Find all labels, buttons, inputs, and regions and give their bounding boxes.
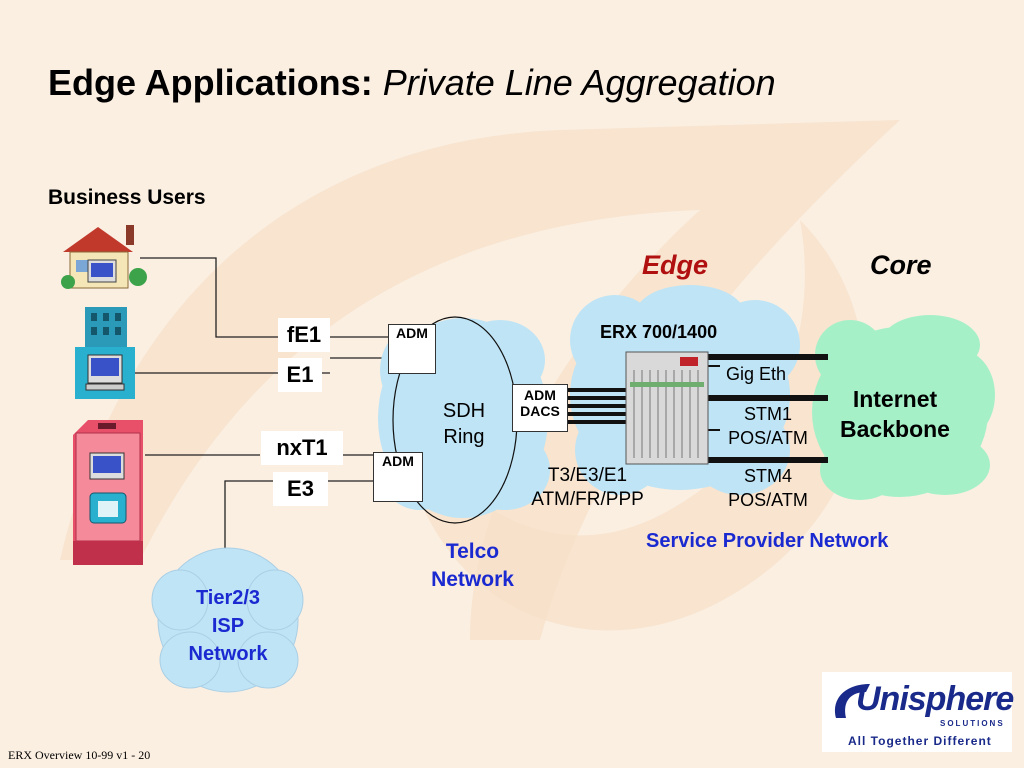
erx-core-links — [708, 354, 828, 463]
stm1-label: STM1 POS/ATM — [718, 402, 818, 450]
logo-tagline: All Together Different — [848, 734, 992, 748]
office-building-icon — [75, 307, 135, 399]
erx-label: ERX 700/1400 — [600, 322, 718, 342]
stm4-label: STM4 POS/ATM — [718, 464, 818, 512]
title-bold: Edge Applications: — [48, 62, 373, 103]
house-icon — [61, 225, 147, 289]
link-house — [140, 257, 330, 338]
adm-dacs-line1: ADM — [524, 387, 556, 403]
page-title: Edge Applications: Private Line Aggregat… — [48, 62, 776, 104]
telco-network-label: Telco Network — [415, 538, 530, 594]
tier-isp-cloud — [151, 547, 304, 693]
logo-sub: SOLUTIONS — [940, 719, 1005, 728]
link-tier-isp — [224, 480, 273, 570]
adm-dacs-line2: DACS — [520, 403, 560, 419]
e3-label: E3 — [273, 472, 328, 506]
tier-isp-label: Tier2/3 ISP Network — [168, 584, 288, 668]
stm4-line2: POS/ATM — [728, 490, 808, 510]
service-provider-label: Service Provider Network — [646, 530, 889, 552]
telco-line2: Network — [431, 568, 514, 591]
t3-line1: T3/E3/E1 — [547, 465, 628, 486]
adm-bottom-label: ADM — [382, 453, 414, 469]
telco-line1: Telco — [445, 540, 500, 563]
core-cloud — [812, 315, 995, 500]
erx-router-icon — [625, 351, 709, 465]
edge-label: Edge — [642, 250, 709, 280]
nxt1-label: nxT1 — [261, 431, 343, 465]
business-users-heading: Business Users — [48, 186, 206, 209]
adm-top-label: ADM — [396, 325, 428, 341]
logo-name: Unisphere — [856, 680, 1014, 718]
core-label: Core — [870, 250, 932, 280]
unisphere-logo: Unisphere SOLUTIONS All Together Differe… — [822, 672, 1014, 752]
stm1-line2: POS/ATM — [728, 428, 808, 448]
sdh-line1: SDH — [442, 400, 486, 422]
title-italic: Private Line Aggregation — [382, 62, 776, 103]
backbone-line2: Backbone — [840, 416, 950, 442]
tier-line2: ISP — [211, 615, 245, 637]
adm-dacs: ADM DACS — [512, 384, 568, 432]
e1-label: E1 — [278, 358, 322, 392]
pbx-building-icon — [73, 420, 143, 565]
t3-line2: ATM/FR/PPP — [531, 489, 644, 510]
dacs-erx-trunks — [566, 388, 628, 424]
adm-top: ADM — [388, 324, 436, 374]
adm-bottom: ADM — [373, 452, 423, 502]
gig-eth-label: Gig Eth — [726, 364, 787, 384]
sdh-ring-label: SDH Ring — [425, 398, 503, 450]
tier-line3: Network — [188, 643, 268, 665]
tier-line1: Tier2/3 — [195, 587, 261, 609]
backbone-line1: Internet — [852, 386, 938, 412]
logo-mark-icon — [835, 684, 870, 718]
stm4-line1: STM4 — [743, 466, 792, 486]
stm1-line1: STM1 — [743, 404, 792, 424]
fe1-label: fE1 — [278, 318, 330, 352]
t3-line-label: T3/E3/E1 ATM/FR/PPP — [515, 464, 660, 512]
footer-text: ERX Overview 10-99 v1 - 20 — [8, 748, 151, 762]
sdh-line2: Ring — [443, 426, 485, 448]
internet-backbone-label: Internet Backbone — [822, 384, 968, 444]
